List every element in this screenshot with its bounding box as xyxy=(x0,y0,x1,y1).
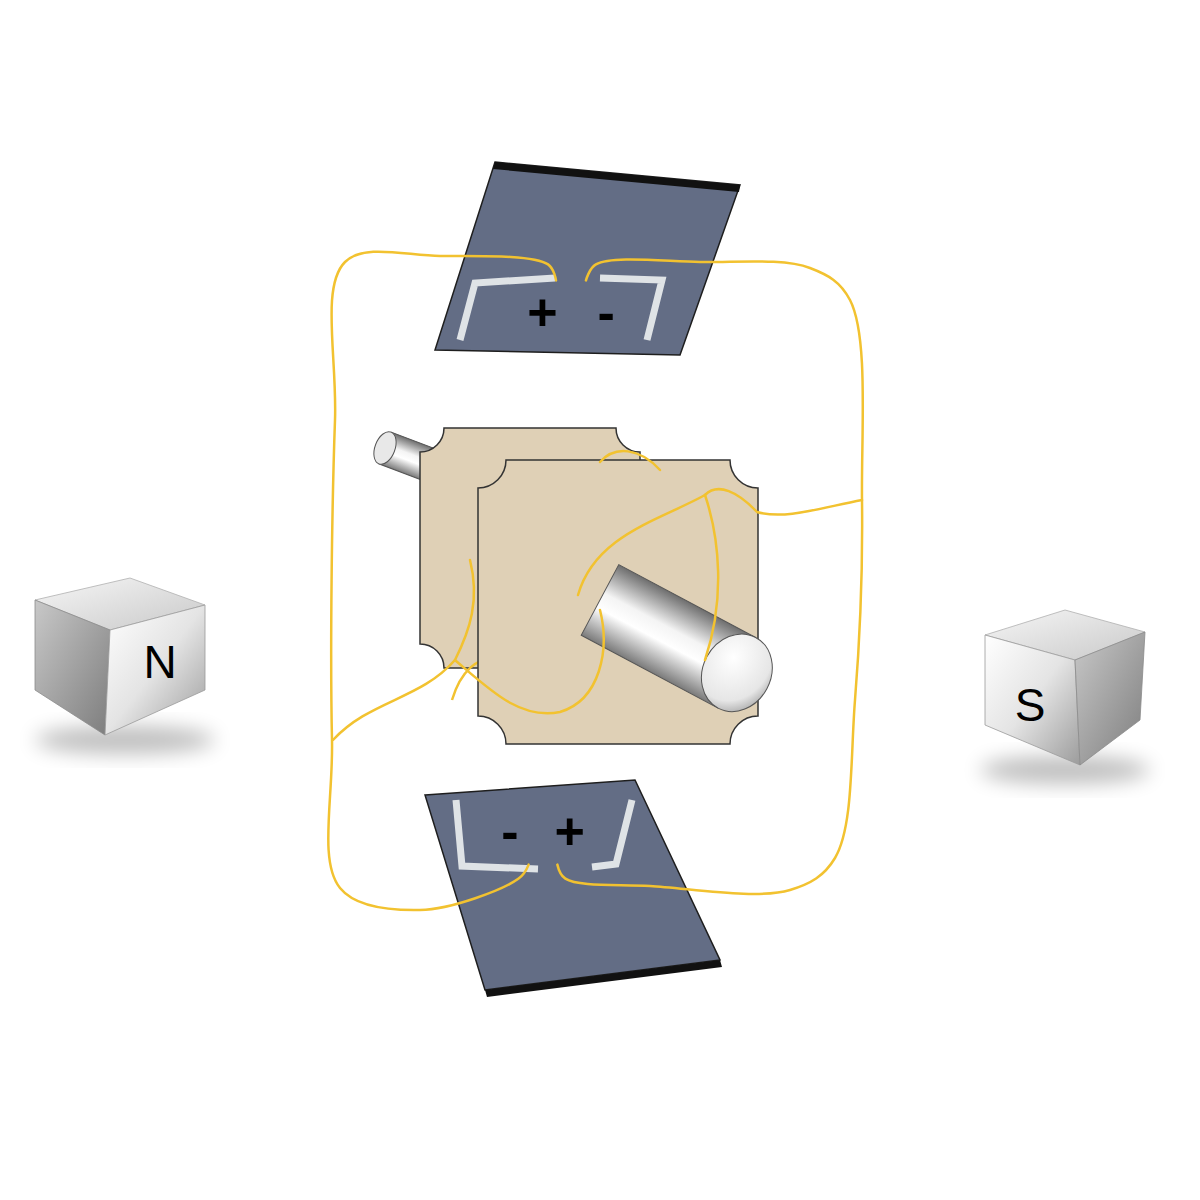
wire xyxy=(328,252,556,910)
node-text: - xyxy=(598,284,615,341)
terminal-bracket xyxy=(456,800,538,869)
battery-terminals: +- xyxy=(521,280,621,345)
armature xyxy=(370,428,786,744)
shaft xyxy=(581,565,785,724)
magnet-cube xyxy=(35,578,215,754)
magnet-pole: S xyxy=(1009,676,1052,735)
node-text: S xyxy=(1015,680,1046,731)
magnet-cube xyxy=(980,610,1150,784)
magnet-pole: N xyxy=(137,633,182,692)
wire xyxy=(557,259,863,893)
battery-plate xyxy=(435,162,740,355)
node-text: - xyxy=(501,803,518,860)
terminal-bracket xyxy=(592,800,632,867)
armature-wire xyxy=(333,451,862,740)
node-text: + xyxy=(527,284,557,341)
node-text: + xyxy=(554,803,584,860)
node-text: N xyxy=(143,637,176,688)
battery-terminals: -+ xyxy=(495,799,591,864)
